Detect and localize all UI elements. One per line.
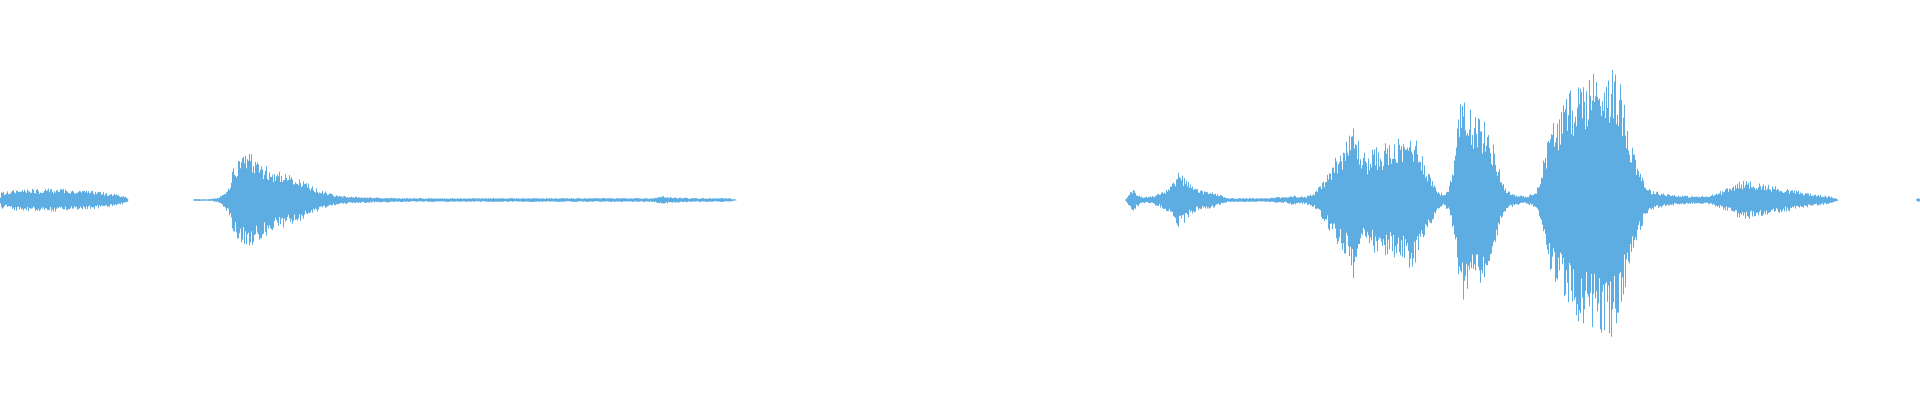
waveform-path <box>0 69 1920 337</box>
waveform-samples <box>0 69 1920 337</box>
